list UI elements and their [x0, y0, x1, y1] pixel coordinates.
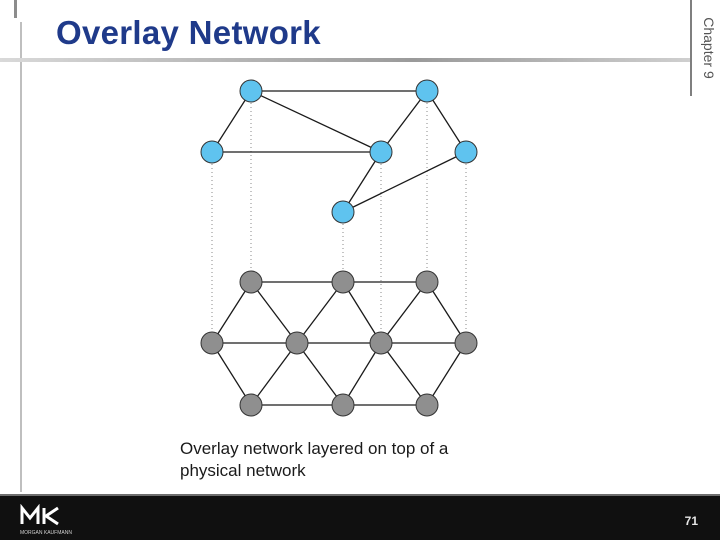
physical-link — [211, 281, 252, 344]
physical-node — [331, 270, 355, 294]
physical-node — [369, 331, 393, 355]
physical-link — [342, 342, 382, 406]
physical-link — [250, 281, 298, 344]
physical-node — [454, 331, 478, 355]
overlay-link — [426, 90, 467, 153]
morgan-kaufmann-logo: MORGAN KAUFMANN — [20, 504, 72, 536]
title-underline — [0, 58, 690, 62]
page-number: 71 — [684, 514, 698, 528]
physical-link — [342, 281, 382, 344]
physical-node — [331, 393, 355, 417]
slide-title: Overlay Network — [56, 14, 321, 51]
physical-link — [426, 342, 467, 406]
overlay-link — [250, 90, 382, 153]
left-vertical-rule — [20, 22, 22, 492]
physical-link — [296, 281, 344, 344]
physical-node — [200, 331, 224, 355]
physical-node — [415, 270, 439, 294]
left-rule-accent — [14, 0, 17, 18]
overlay-node — [331, 200, 355, 224]
physical-node — [415, 393, 439, 417]
overlay-link — [342, 151, 382, 213]
slide-footer: MORGAN KAUFMANN 71 — [0, 494, 720, 540]
physical-node — [239, 393, 263, 417]
physical-link — [211, 342, 252, 406]
physical-link — [426, 281, 467, 344]
overlay-node — [415, 79, 439, 103]
caption-line-2: physical network — [180, 461, 306, 480]
overlay-node — [369, 140, 393, 164]
physical-link — [250, 342, 298, 406]
chapter-separator — [690, 0, 692, 96]
overlay-link — [211, 90, 252, 153]
physical-node — [285, 331, 309, 355]
physical-link — [296, 342, 344, 406]
physical-node — [239, 270, 263, 294]
overlay-link — [342, 151, 467, 213]
physical-link — [380, 342, 428, 406]
overlay-link — [380, 90, 428, 153]
logo-subtext: MORGAN KAUFMANN — [20, 530, 72, 536]
network-edges — [211, 90, 467, 406]
overlay-node — [454, 140, 478, 164]
physical-link — [380, 281, 428, 344]
overlay-node — [200, 140, 224, 164]
network-nodes — [200, 79, 478, 417]
overlay-node — [239, 79, 263, 103]
figure-caption: Overlay network layered on top of a phys… — [180, 438, 540, 482]
caption-line-1: Overlay network layered on top of a — [180, 439, 449, 458]
